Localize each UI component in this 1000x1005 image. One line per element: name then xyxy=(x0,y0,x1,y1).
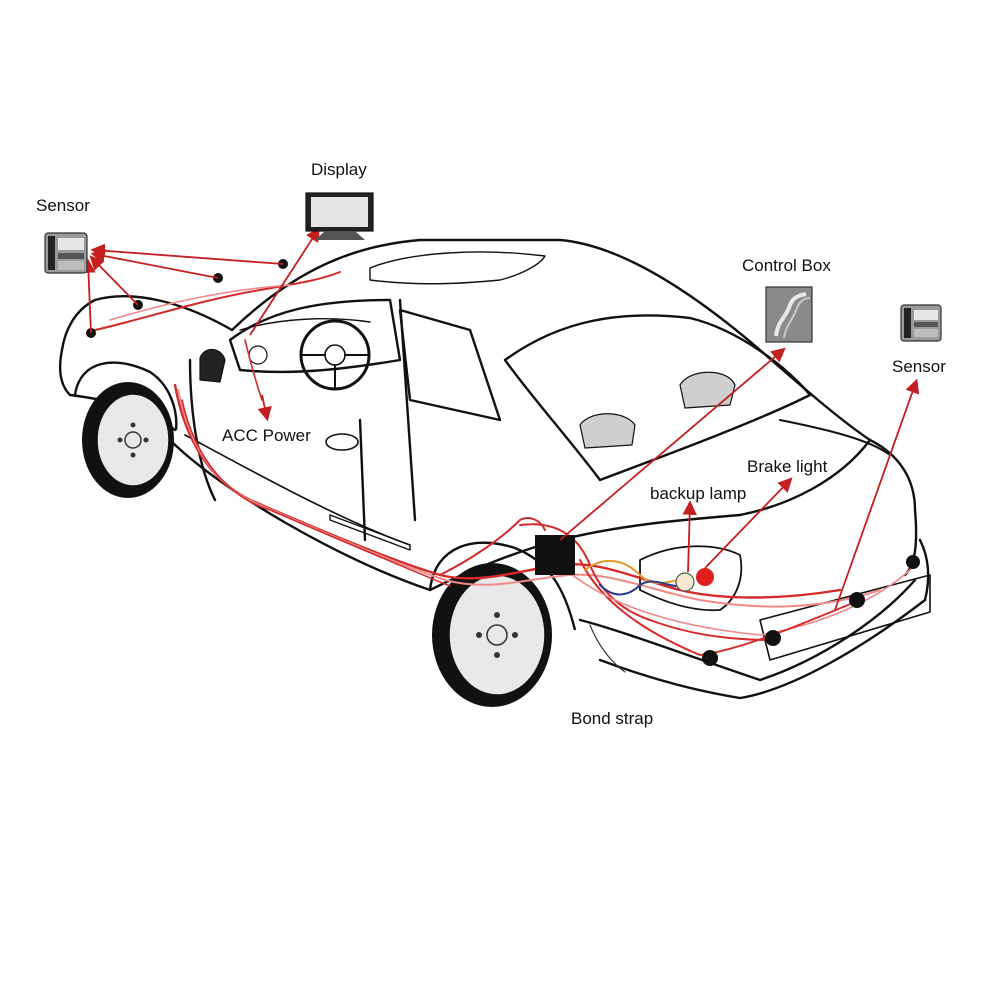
label-control-box: Control Box xyxy=(742,256,831,275)
label-display: Display xyxy=(311,160,367,179)
rear-sensor-dots xyxy=(702,555,920,666)
label-brake-light: Brake light xyxy=(747,457,828,476)
brake-lamp-bulb xyxy=(696,568,714,586)
display-icon xyxy=(305,192,374,240)
control-box-mount xyxy=(535,535,575,575)
label-sensor-right: Sensor xyxy=(892,357,946,376)
label-bond-strap: Bond strap xyxy=(571,709,654,728)
control-box-icon xyxy=(765,286,813,343)
sensor-right-icon xyxy=(900,304,942,342)
front-wheel xyxy=(82,382,174,498)
pointer-arrows xyxy=(81,226,920,611)
sensor-left-icon xyxy=(44,232,88,274)
wire-harness xyxy=(94,271,916,673)
label-sensor-left: Sensor xyxy=(36,196,90,215)
backup-lamp-bulb xyxy=(675,572,695,592)
label-acc-power: ACC Power xyxy=(222,426,311,445)
label-backup-lamp: backup lamp xyxy=(650,484,747,503)
rear-wheel xyxy=(432,563,552,707)
